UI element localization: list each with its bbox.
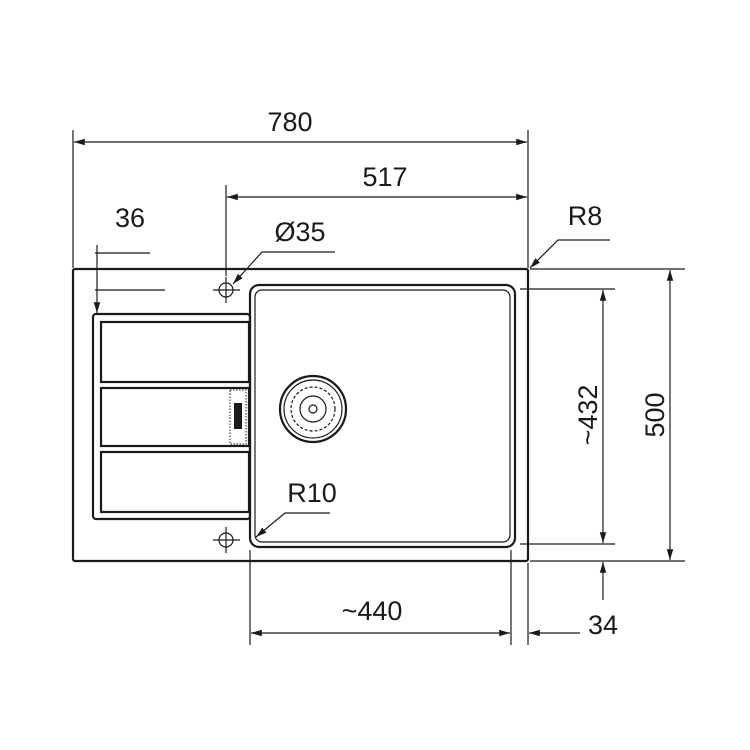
tap-hole-bottom-icon	[213, 527, 240, 553]
tap-hole-top-icon	[213, 277, 240, 303]
sink-outline	[71, 267, 530, 563]
bowl-inner-outline	[254, 289, 511, 543]
drain-icon	[278, 374, 348, 444]
dim-overall-depth: 500	[640, 392, 670, 437]
dim-bowl-radius: R10	[287, 478, 337, 508]
drainer-area	[91, 312, 252, 521]
dim-bowl-depth: ~432	[573, 385, 603, 446]
dim-tap-to-right: 517	[362, 162, 407, 192]
overflow-grille-icon	[229, 389, 247, 445]
dim-edge-offset: 34	[588, 610, 618, 640]
dim-outer-radius: R8	[568, 201, 603, 231]
dim-bowl-width: ~440	[342, 596, 403, 626]
dim-drainer-offset: 36	[115, 203, 145, 233]
dim-overall-width: 780	[267, 107, 312, 137]
dim-tap-hole-diameter: Ø35	[274, 217, 325, 247]
